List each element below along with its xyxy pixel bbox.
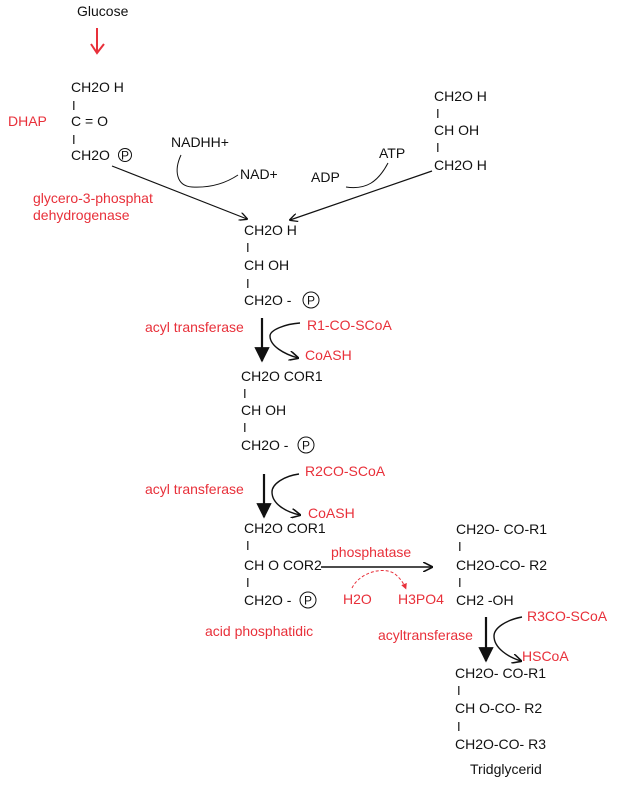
dag-bond2: I [458, 575, 462, 590]
glucose-label: Glucose [77, 3, 129, 19]
glycerol-bond2: I [436, 140, 440, 155]
step2-cofactor-curve [271, 473, 300, 515]
phosphate-symbol-g3p: P [307, 294, 315, 308]
dhap-row1: CH2O H [71, 79, 124, 95]
tag-bond2: I [457, 719, 461, 734]
dhap-to-g3p-arrow [111, 165, 247, 219]
phosphate-symbol-dhap: P [121, 149, 129, 163]
atp-label: ATP [379, 145, 405, 161]
dhap-label: DHAP [8, 113, 47, 129]
dag-row1: CH2O- CO-R1 [456, 521, 547, 537]
step1-cofactor-curve [269, 322, 300, 358]
phosphate-circle-lpa [297, 436, 315, 454]
phosphate-symbol-lpa: P [302, 439, 310, 453]
step2-enzyme: acyl transferase [145, 481, 244, 497]
step1-substrate: R1-CO-SCoA [307, 317, 392, 333]
glycerol-row1: CH2O H [434, 88, 487, 104]
step4-substrate: R3CO-SCoA [527, 608, 608, 624]
lpa-row3: CH2O - [241, 437, 289, 453]
phosphate-circle-pa [299, 591, 317, 609]
step4-enzyme: acyltransferase [378, 627, 473, 643]
glycerol-row3: CH2O H [434, 157, 487, 173]
glucose-arrowhead [90, 43, 105, 55]
step3-product: H3PO4 [398, 591, 444, 607]
enzyme1-line1: glycero-3-phosphat [33, 190, 153, 206]
tag-row2: CH O-CO- R2 [455, 700, 542, 716]
dag-bond1: I [458, 539, 462, 554]
glycerol-row2: CH OH [434, 122, 479, 138]
dhap-row3: CH2O [71, 147, 110, 163]
g3p-row1: CH2O H [244, 222, 297, 238]
step1-product: CoASH [305, 347, 352, 363]
pa-row2: CH O COR2 [244, 557, 322, 573]
tag-row1: CH2O- CO-R1 [455, 665, 546, 681]
g3p-bond2: I [246, 276, 250, 291]
step2-substrate: R2CO-SCoA [305, 463, 386, 479]
tag-name: Tridglycerid [470, 761, 542, 777]
step3-water-curve [351, 570, 407, 590]
enzyme1-line2: dehydrogenase [33, 207, 130, 223]
g3p-row2: CH OH [244, 257, 289, 273]
atp-curve [345, 162, 389, 189]
dag-row2: CH2O-CO- R2 [456, 557, 547, 573]
pa-bond2: I [246, 575, 250, 590]
tag-bond1: I [457, 683, 461, 698]
step3-reactant: H2O [343, 591, 372, 607]
pa-row1: CH2O COR1 [244, 520, 326, 536]
phosphate-symbol-pa: P [304, 594, 312, 608]
lpa-bond1: I [243, 386, 247, 401]
step3-enzyme: phosphatase [331, 544, 411, 560]
dhap-bond1: I [72, 98, 76, 113]
nad-curve [176, 154, 239, 188]
glycerol-to-g3p-arrow [290, 170, 433, 220]
glycerol-bond1: I [436, 106, 440, 121]
step2-product: CoASH [308, 505, 355, 521]
g3p-row3: CH2O - [244, 292, 292, 308]
pa-name: acid phosphatidic [205, 623, 313, 639]
adp-label: ADP [311, 169, 340, 185]
step4-product: HSCoA [522, 648, 569, 664]
nad-label: NAD+ [240, 166, 278, 182]
lpa-bond2: I [243, 420, 247, 435]
phosphate-circle-dhap [118, 148, 132, 162]
lpa-row2: CH OH [241, 402, 286, 418]
g3p-bond1: I [246, 240, 250, 255]
nadhh-label: NADHH+ [171, 134, 229, 150]
phosphate-circle-g3p [302, 291, 320, 309]
step4-cofactor-curve [493, 616, 522, 661]
pa-row3: CH2O - [244, 592, 292, 608]
dag-row3: CH2 -OH [456, 592, 514, 608]
dhap-row2: C = O [71, 113, 108, 129]
pa-bond1: I [246, 538, 250, 553]
dhap-bond2: I [72, 132, 76, 147]
lpa-row1: CH2O COR1 [241, 368, 323, 384]
step1-enzyme: acyl transferase [145, 319, 244, 335]
tag-row3: CH2O-CO- R3 [455, 736, 546, 752]
